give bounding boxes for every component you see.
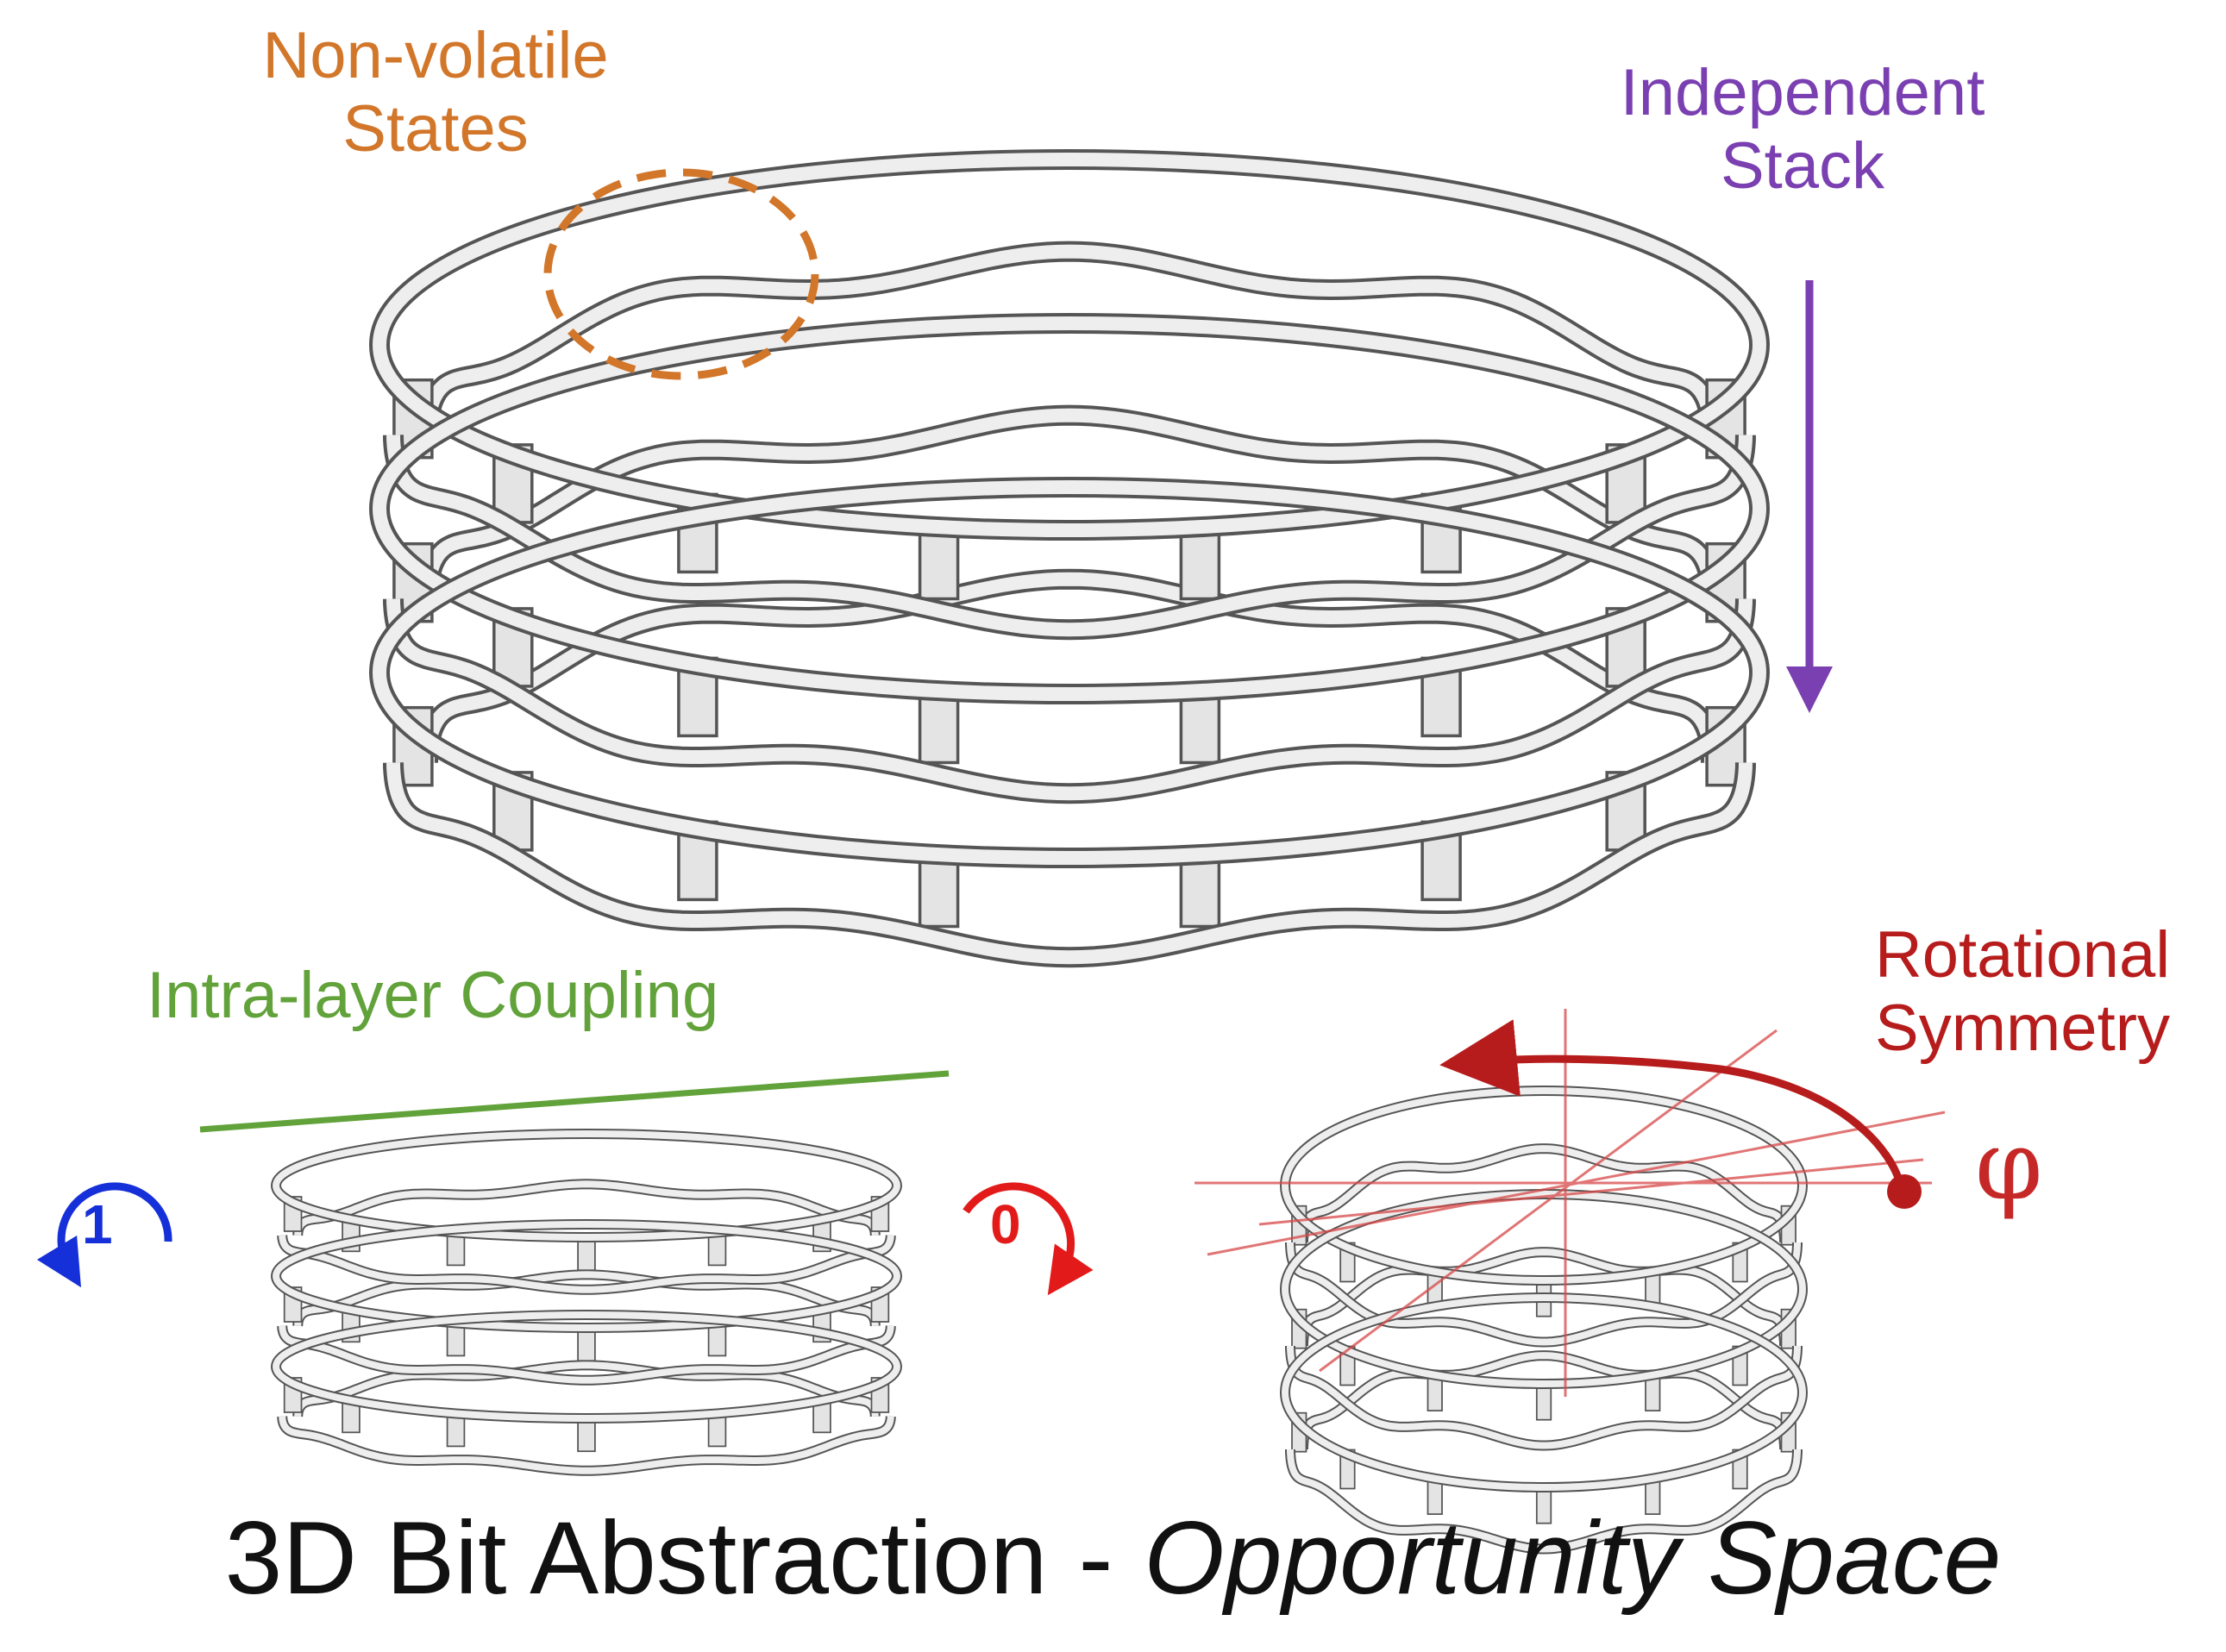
intra-layer-coupling-label: Intra-layer Coupling bbox=[147, 959, 719, 1032]
ring-layer-fill bbox=[273, 1221, 900, 1331]
caption-main: 3D Bit Abstraction bbox=[224, 1500, 1048, 1616]
state-one-label: 1 bbox=[82, 1193, 113, 1255]
symmetry-axes bbox=[1195, 1009, 1946, 1397]
non-volatile-highlight bbox=[543, 168, 819, 380]
back-wavy-band-fill bbox=[1300, 1248, 1788, 1346]
counter-clockwise-arrow-icon bbox=[963, 1182, 1094, 1296]
rotation-arrow-icon bbox=[1439, 1019, 1906, 1191]
rotational-symmetry-line-2: Symmetry bbox=[1875, 992, 2170, 1066]
small-ring-stack-right bbox=[1280, 1086, 1808, 1555]
caption-italic: Opportunity Space bbox=[1144, 1500, 2002, 1616]
front-wavy-band-fill bbox=[1287, 1346, 1801, 1449]
front-wavy-band-fill bbox=[279, 1235, 894, 1293]
state-zero-label: 0 bbox=[990, 1193, 1021, 1255]
back-wavy-band bbox=[417, 568, 1721, 763]
non-volatile-line-1: Non-volatile bbox=[262, 19, 609, 92]
front-wavy-band-fill bbox=[1287, 1242, 1801, 1346]
ring-layer-fill bbox=[373, 316, 1766, 701]
ring-layer-fill bbox=[273, 1130, 900, 1241]
rotational-symmetry-line-1: Rotational bbox=[1874, 918, 2171, 992]
front-wavy-band-fill bbox=[386, 762, 1753, 965]
ring-layer-fill bbox=[1282, 1294, 1806, 1491]
back-wavy-band-fill bbox=[421, 572, 1718, 763]
ring-layer-fill bbox=[373, 480, 1766, 865]
ring-layer-fill bbox=[1282, 1191, 1806, 1387]
non-volatile-line-2: States bbox=[342, 92, 529, 166]
back-wavy-band-fill bbox=[1300, 1352, 1788, 1449]
rotation-origin-dot bbox=[1887, 1174, 1922, 1209]
front-wavy-band-fill bbox=[1287, 1449, 1801, 1553]
main-ring-stack bbox=[369, 149, 1770, 968]
non-volatile-label: Non-volatile States bbox=[211, 19, 660, 166]
ring-layer-fill bbox=[1282, 1087, 1806, 1284]
front-wavy-band-fill bbox=[386, 435, 1753, 637]
small-ring-stack-left bbox=[271, 1129, 902, 1476]
coupling-line bbox=[199, 1070, 950, 1133]
back-wavy-band-fill bbox=[421, 244, 1718, 435]
independent-stack-line-1: Independent bbox=[1620, 56, 1985, 129]
caption: 3D Bit Abstraction-Opportunity Space bbox=[0, 1500, 2226, 1616]
back-wavy-band-fill bbox=[1300, 1145, 1788, 1242]
ring-layer-fill bbox=[373, 153, 1766, 537]
independent-stack-line-2: Stack bbox=[1720, 129, 1885, 203]
front-wavy-band-fill bbox=[279, 1325, 894, 1384]
caption-separator: - bbox=[1078, 1500, 1113, 1616]
rotational-symmetry-label: Rotational Symmetry bbox=[1833, 918, 2212, 1065]
independent-stack-label: Independent Stack bbox=[1552, 56, 2053, 203]
front-wavy-band-fill bbox=[279, 1416, 894, 1474]
ring-layer-fill bbox=[273, 1311, 900, 1422]
front-wavy-band-fill bbox=[386, 598, 1753, 801]
clockwise-arrow-icon bbox=[36, 1182, 172, 1288]
phi-symbol: φ bbox=[1975, 1110, 2043, 1222]
